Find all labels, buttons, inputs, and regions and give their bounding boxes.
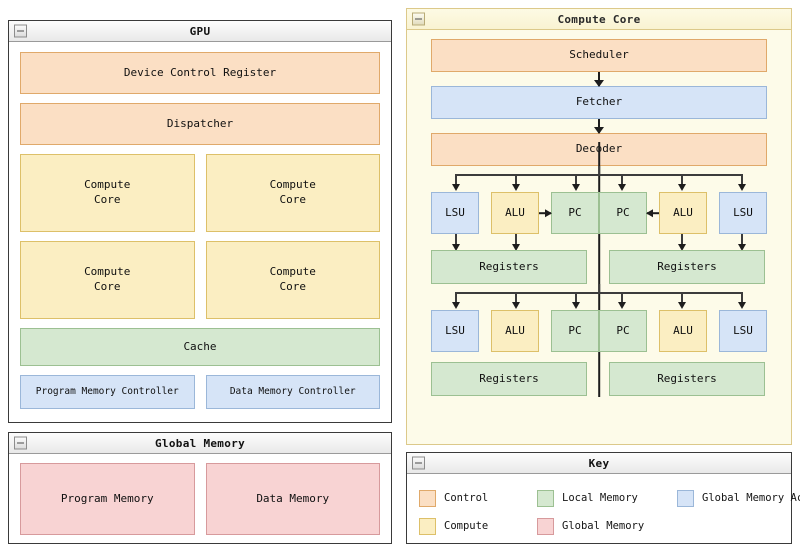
key-label: Control — [444, 492, 489, 504]
compute-core-block: Compute Core — [205, 154, 380, 232]
key-label: Local Memory — [562, 492, 638, 504]
key-entry-local-memory: Local Memory — [537, 489, 677, 507]
registers-block: Registers — [609, 250, 765, 284]
compute-cores-row-1: Compute Core Compute Core — [20, 154, 380, 232]
pc-block: PC — [599, 192, 647, 234]
registers-block: Registers — [431, 250, 587, 284]
fetcher-to-decoder-arrow — [431, 119, 767, 134]
thread-group-divider — [598, 142, 600, 397]
key-legend-grid: Control Local Memory Global Memory Acces… — [419, 484, 800, 540]
thread-units-row-2: LSU ALU PC PC ALU LSU — [431, 310, 767, 352]
lsu-to-registers-arrow — [455, 234, 457, 244]
compute-core-block: Compute Core — [20, 154, 195, 232]
program-memory-block: Program Memory — [20, 463, 195, 535]
key-swatch-control — [419, 489, 436, 507]
alu-to-registers-arrow — [681, 234, 683, 244]
alu-block: ALU — [491, 310, 539, 352]
alu-block: ALU — [659, 310, 707, 352]
key-panel: Key Control Local Memory Global Memory A… — [406, 452, 800, 544]
global-memory-panel-header: Global Memory — [9, 433, 391, 454]
collapse-minus-icon[interactable] — [14, 436, 27, 450]
compute-core-panel-title: Compute Core — [557, 12, 641, 26]
pc-block: PC — [551, 192, 599, 234]
scheduler-to-fetcher-arrow — [431, 72, 767, 87]
key-label: Global Memory Access — [702, 492, 800, 504]
thread-units-row-1: LSU ALU PC PC ALU LSU — [431, 192, 767, 234]
compute-core-panel-header: Compute Core — [407, 9, 791, 30]
memory-controllers-row: Program Memory Controller Data Memory Co… — [20, 375, 380, 409]
registers-block: Registers — [431, 362, 587, 396]
decoder-dispatch-bus-row-1 — [431, 166, 767, 192]
collapse-minus-icon[interactable] — [412, 456, 425, 470]
device-control-register-block: Device Control Register — [20, 52, 380, 94]
key-swatch-global-memory-access — [677, 489, 694, 507]
compute-core-block: Compute Core — [20, 241, 195, 319]
registers-row-1: Registers Registers — [431, 250, 767, 284]
collapse-minus-icon[interactable] — [14, 24, 27, 38]
units-to-registers-arrows-row-1 — [431, 234, 767, 250]
thread-units-right-1: PC ALU LSU — [599, 192, 767, 234]
pc-block: PC — [599, 310, 647, 352]
lsu-block: LSU — [719, 192, 767, 234]
compute-cores-row-2: Compute Core Compute Core — [20, 241, 380, 319]
registers-block: Registers — [609, 362, 765, 396]
global-memory-row: Program Memory Data Memory — [20, 463, 380, 535]
thread-units-right-2: PC ALU LSU — [599, 310, 767, 352]
gpu-panel-title: GPU — [189, 24, 211, 38]
lsu-block: LSU — [431, 192, 479, 234]
compute-core-panel: Compute Core Scheduler Fetcher Decoder L… — [406, 8, 792, 445]
key-panel-body: Control Local Memory Global Memory Acces… — [407, 474, 800, 543]
compute-core-panel-body: Scheduler Fetcher Decoder LSU ALU — [407, 30, 791, 444]
lsu-to-registers-arrow — [741, 234, 743, 244]
alu-block: ALU — [491, 192, 539, 234]
thread-units-left-2: LSU ALU PC — [431, 310, 599, 352]
data-memory-block: Data Memory — [205, 463, 380, 535]
fetcher-block: Fetcher — [431, 86, 767, 119]
key-entry-global-memory-access: Global Memory Access — [677, 489, 800, 507]
cache-block: Cache — [20, 328, 380, 366]
key-label: Compute — [444, 520, 489, 532]
dispatcher-block: Dispatcher — [20, 103, 380, 145]
key-entry-compute: Compute — [419, 517, 537, 535]
compute-core-block: Compute Core — [205, 241, 380, 319]
key-swatch-global-memory — [537, 517, 554, 535]
gpu-panel-body: Device Control Register Dispatcher Compu… — [9, 42, 391, 422]
key-entry-global-memory: Global Memory — [537, 517, 677, 535]
global-memory-panel: Global Memory Program Memory Data Memory — [8, 432, 392, 544]
global-memory-panel-body: Program Memory Data Memory — [9, 454, 391, 543]
collapse-minus-icon[interactable] — [412, 12, 425, 26]
gpu-panel: GPU Device Control Register Dispatcher C… — [8, 20, 392, 423]
key-label: Global Memory — [562, 520, 645, 532]
thread-units-left-1: LSU ALU PC — [431, 192, 599, 234]
global-memory-panel-title: Global Memory — [155, 436, 245, 450]
alu-to-pc-arrow — [647, 212, 659, 214]
alu-to-registers-arrow — [515, 234, 517, 244]
lsu-block: LSU — [431, 310, 479, 352]
decoder-dispatch-bus-row-2 — [431, 284, 767, 310]
key-panel-title: Key — [588, 456, 610, 470]
scheduler-block: Scheduler — [431, 39, 767, 72]
alu-to-pc-arrow — [539, 212, 551, 214]
pc-block: PC — [551, 310, 599, 352]
gpu-panel-header: GPU — [9, 21, 391, 42]
key-entry-control: Control — [419, 489, 537, 507]
lsu-block: LSU — [719, 310, 767, 352]
alu-block: ALU — [659, 192, 707, 234]
registers-row-2: Registers Registers — [431, 362, 767, 396]
key-panel-header: Key — [407, 453, 791, 474]
program-memory-controller-block: Program Memory Controller — [20, 375, 195, 409]
key-swatch-compute — [419, 517, 436, 535]
data-memory-controller-block: Data Memory Controller — [205, 375, 380, 409]
key-swatch-local-memory — [537, 489, 554, 507]
